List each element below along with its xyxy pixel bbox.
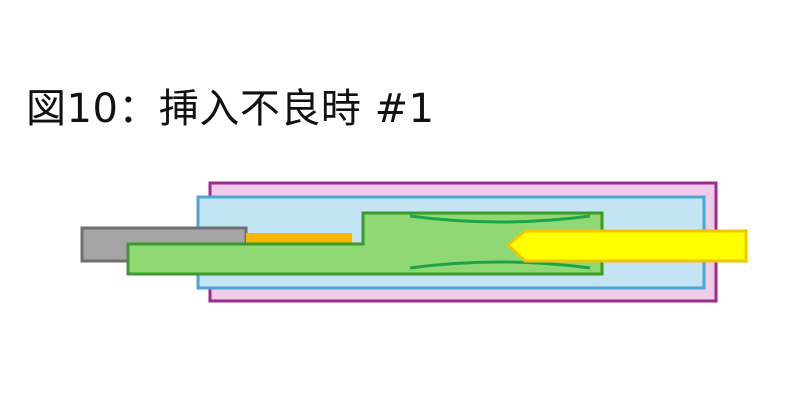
spring-lower: [409, 260, 591, 270]
green-contact: [126, 211, 604, 276]
page-title: 図10：挿入不良時 #1: [26, 86, 435, 132]
spring-upper: [409, 214, 591, 224]
yellow-plug: [505, 229, 748, 263]
orange-strip: [246, 233, 352, 244]
